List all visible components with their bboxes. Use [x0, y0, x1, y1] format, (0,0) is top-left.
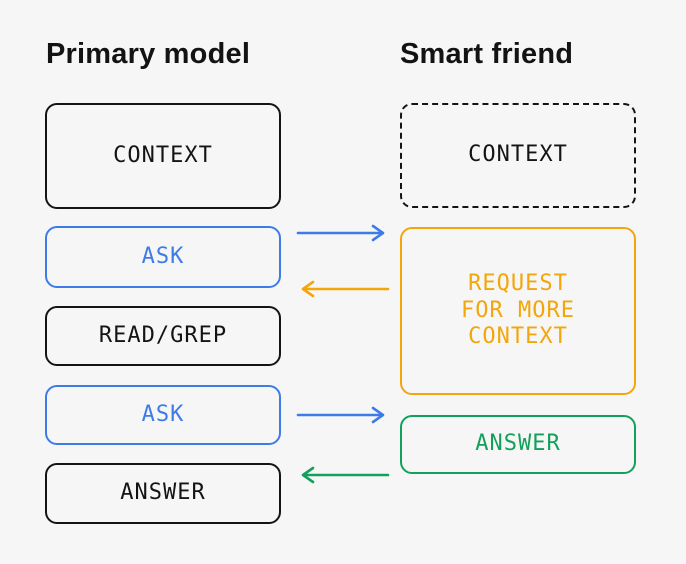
primary-answer-box: ANSWER: [45, 463, 281, 524]
primary-ask-box-2: ASK: [45, 385, 281, 445]
arrow-left-answer-icon: [301, 466, 390, 484]
primary-read-grep-box: READ/GREP: [45, 306, 281, 366]
arrow-left-request-icon: [301, 280, 390, 298]
primary-ask-box-1: ASK: [45, 226, 281, 288]
friend-answer-box: ANSWER: [400, 415, 636, 474]
friend-request-for-more-context-box: REQUEST FOR MORE CONTEXT: [400, 227, 636, 395]
friend-context-box: CONTEXT: [400, 103, 636, 208]
primary-model-title: Primary model: [46, 38, 251, 70]
smart-friend-title: Smart friend: [400, 38, 574, 70]
arrow-right-ask-2-icon: [296, 406, 385, 424]
arrow-right-ask-1-icon: [296, 224, 385, 242]
primary-context-box: CONTEXT: [45, 103, 281, 209]
